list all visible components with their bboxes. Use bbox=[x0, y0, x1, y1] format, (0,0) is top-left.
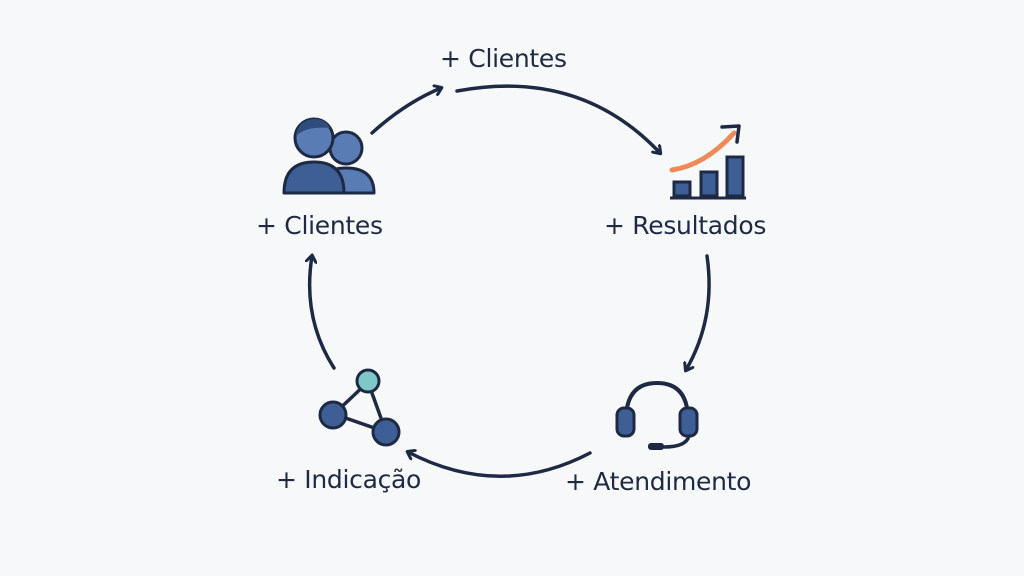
node-label-results: + Resultados bbox=[604, 211, 767, 240]
arrow-results-to-support bbox=[686, 254, 711, 370]
node-label-support: + Atendimento bbox=[565, 467, 752, 496]
node-label-referral: + Indicação bbox=[276, 465, 422, 494]
node-label-left-clients: + Clientes bbox=[256, 211, 383, 240]
growth-chart-icon bbox=[669, 124, 746, 200]
network-share-icon bbox=[318, 368, 401, 447]
arrow-users-to-top bbox=[370, 88, 441, 135]
users-icon bbox=[282, 117, 376, 195]
arrow-top-to-results bbox=[455, 84, 660, 153]
arrow-support-to-referral bbox=[408, 452, 592, 478]
headset-icon bbox=[615, 380, 699, 450]
node-label-top-clients: + Clientes bbox=[440, 44, 567, 73]
arrow-referral-to-clients bbox=[310, 256, 336, 370]
